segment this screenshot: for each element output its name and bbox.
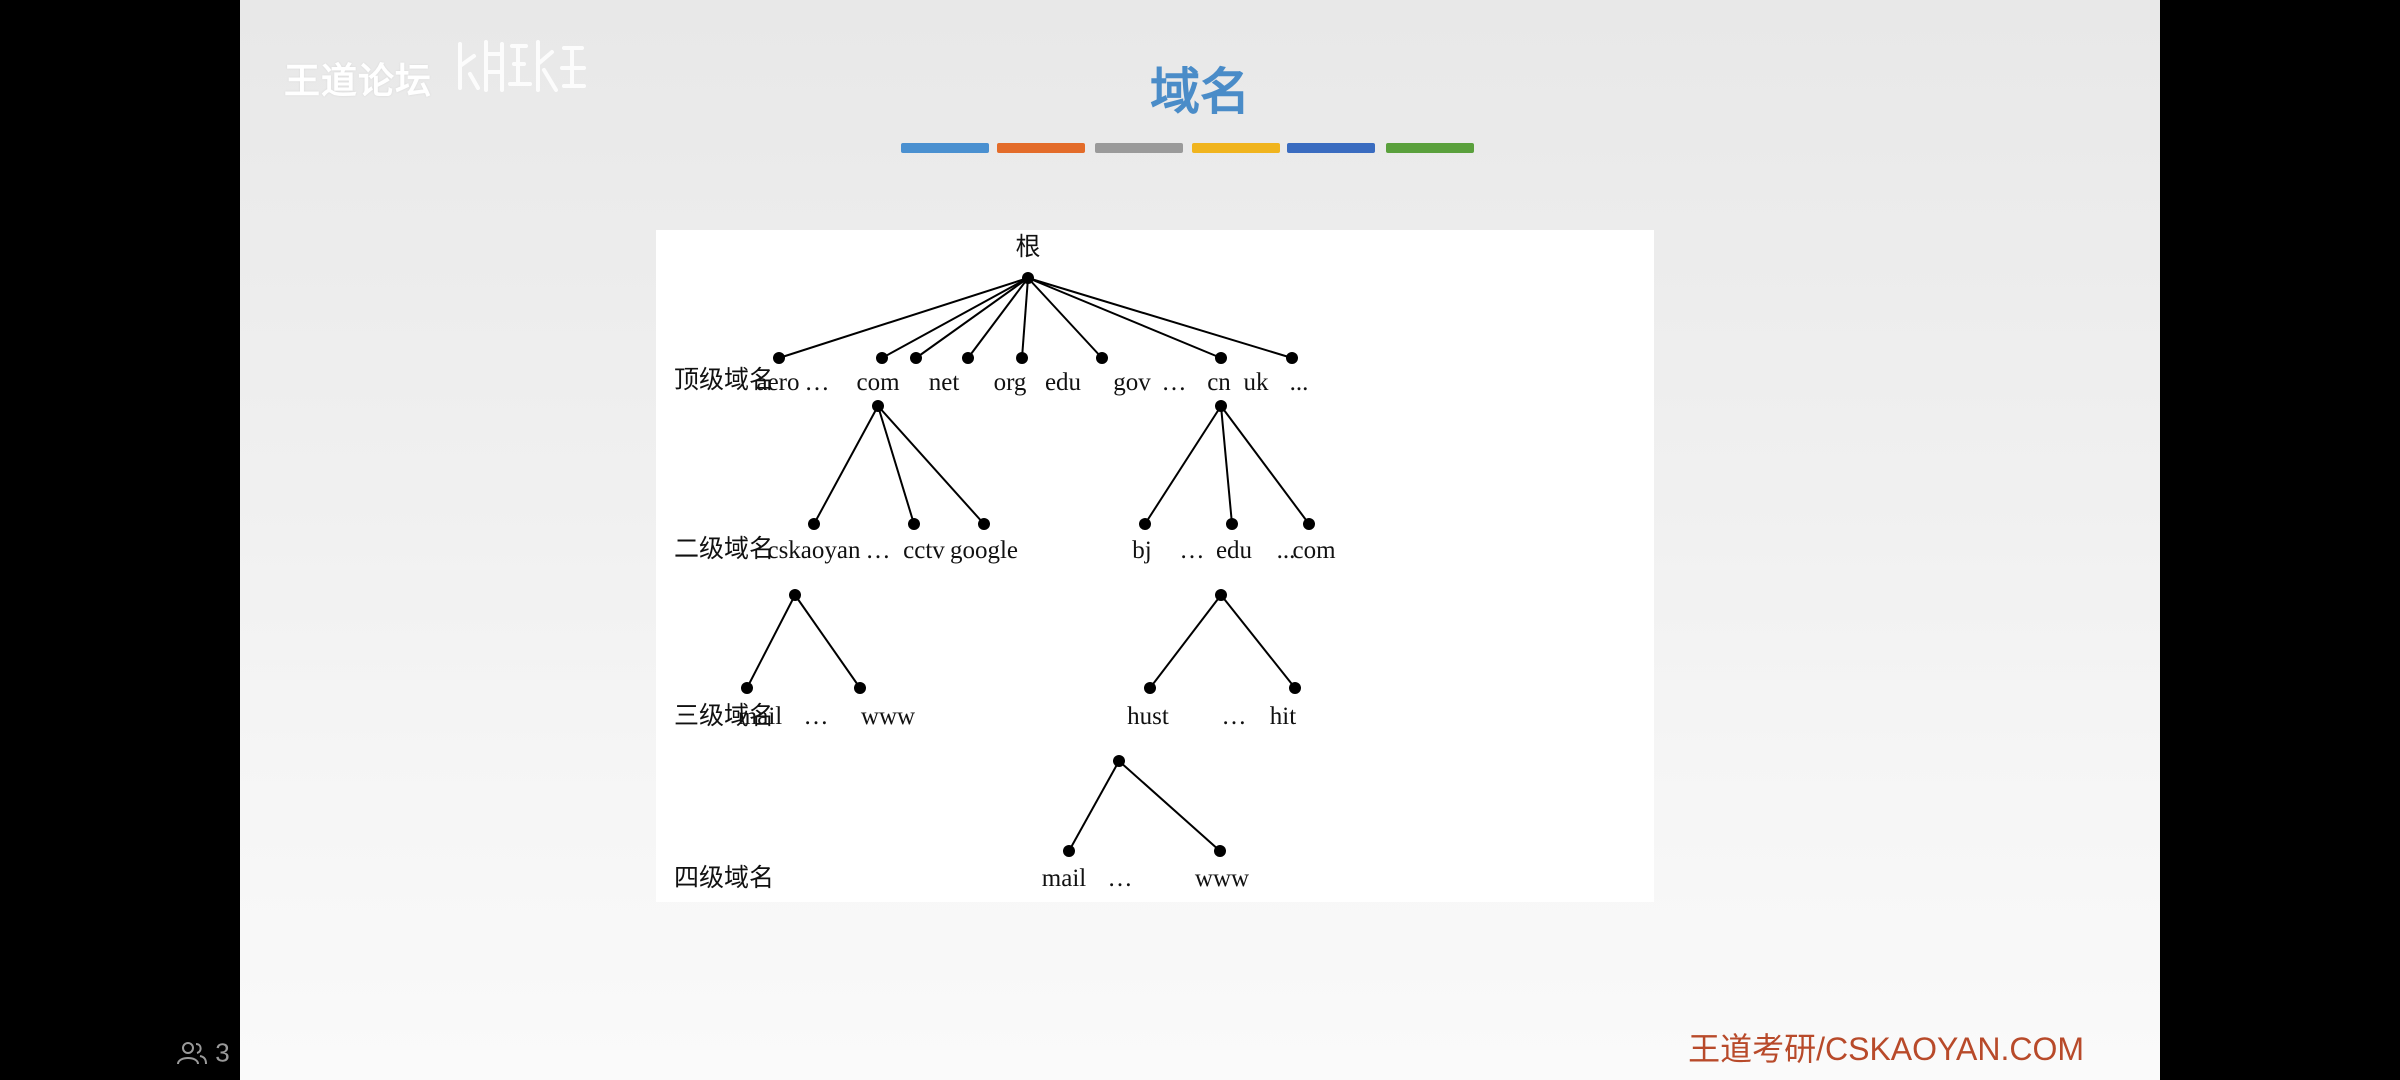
tree-node bbox=[1016, 352, 1028, 364]
tree-node bbox=[1139, 518, 1151, 530]
tree-edge bbox=[1144, 405, 1222, 525]
tree-node bbox=[1286, 352, 1298, 364]
tree-node bbox=[1144, 682, 1156, 694]
tld-label: edu bbox=[1045, 369, 1082, 396]
viewer-count-number: 3 bbox=[215, 1037, 230, 1068]
level-label: 顶级域名 bbox=[674, 366, 774, 394]
accent-bar bbox=[1192, 143, 1280, 153]
sld-label: edu bbox=[1216, 537, 1253, 564]
ellipsis: … bbox=[805, 369, 830, 396]
level-label: 二级域名 bbox=[674, 535, 774, 563]
tree-edge bbox=[1118, 760, 1221, 852]
viewer-count: 3 bbox=[176, 1036, 230, 1069]
tld-label: net bbox=[929, 369, 960, 396]
tld-label: uk bbox=[1244, 369, 1270, 396]
tree-node bbox=[876, 352, 888, 364]
accent-bar bbox=[1386, 143, 1474, 153]
tree-node bbox=[1226, 518, 1238, 530]
tree-node bbox=[773, 352, 785, 364]
third-label: hust bbox=[1127, 703, 1169, 730]
people-icon bbox=[177, 1042, 207, 1065]
ellipsis: … bbox=[1180, 537, 1205, 564]
tree-node bbox=[1215, 589, 1227, 601]
tree-node bbox=[1022, 272, 1034, 284]
tree-edge bbox=[1027, 277, 1222, 359]
tree-node bbox=[808, 518, 820, 530]
tree-node bbox=[1215, 400, 1227, 412]
tree-node bbox=[1215, 352, 1227, 364]
tree-node bbox=[978, 518, 990, 530]
tree-node bbox=[908, 518, 920, 530]
third-label: www bbox=[861, 703, 915, 730]
ellipsis: … bbox=[1222, 703, 1247, 730]
tree-edge bbox=[1068, 760, 1120, 852]
tree-node bbox=[1113, 755, 1125, 767]
ellipsis: ... bbox=[1290, 369, 1309, 396]
tree-edge bbox=[813, 405, 879, 525]
tree-edge bbox=[1149, 594, 1222, 689]
tree-node bbox=[872, 400, 884, 412]
slide-title: 域名 bbox=[1150, 64, 1250, 120]
ellipsis: ... bbox=[1277, 537, 1296, 564]
tld-label: aero bbox=[756, 369, 799, 396]
accent-bar bbox=[1287, 143, 1375, 153]
tree-edge bbox=[877, 405, 985, 525]
tree-edge bbox=[915, 277, 1029, 359]
tree-node bbox=[789, 589, 801, 601]
tree-edge bbox=[967, 277, 1029, 359]
sld-label: com bbox=[1292, 537, 1336, 564]
footer-brand: 王道考研/CSKAOYAN.COM bbox=[1688, 1031, 2084, 1067]
third-label: hit bbox=[1270, 703, 1296, 730]
watermark-logo bbox=[458, 40, 586, 92]
tree-node bbox=[1303, 518, 1315, 530]
ellipsis: … bbox=[866, 537, 891, 564]
accent-bar bbox=[1095, 143, 1183, 153]
ellipsis: … bbox=[1162, 369, 1187, 396]
tree-node bbox=[854, 682, 866, 694]
tree-edge bbox=[877, 405, 915, 525]
root-label: 根 bbox=[1015, 233, 1040, 261]
tree-node bbox=[1289, 682, 1301, 694]
tree-edge bbox=[1027, 277, 1103, 359]
sld-label: cctv bbox=[903, 537, 945, 564]
tree-edge bbox=[1220, 405, 1233, 525]
tree-node bbox=[962, 352, 974, 364]
fourth-label: www bbox=[1195, 865, 1249, 892]
sld-label: cskaoyan bbox=[767, 537, 861, 564]
sld-label: google bbox=[950, 537, 1018, 564]
accent-bar bbox=[997, 143, 1085, 153]
tree-edge bbox=[778, 277, 1029, 359]
ellipsis: … bbox=[804, 703, 829, 730]
sld-label: bj bbox=[1132, 537, 1151, 564]
tree-node bbox=[1096, 352, 1108, 364]
tld-label: gov bbox=[1113, 369, 1151, 396]
ellipsis: … bbox=[1108, 865, 1133, 892]
level-label: 三级域名 bbox=[674, 702, 774, 730]
tree-node bbox=[1063, 845, 1075, 857]
fourth-label: mail bbox=[1042, 865, 1086, 892]
tree-edge bbox=[1220, 594, 1296, 689]
tree-node bbox=[1214, 845, 1226, 857]
tree-edge bbox=[794, 594, 861, 689]
tree-edge bbox=[1027, 277, 1293, 359]
tld-label: org bbox=[994, 369, 1027, 396]
tree-edge bbox=[1220, 405, 1310, 525]
watermark-text: 王道论坛 bbox=[284, 60, 433, 101]
tree-node bbox=[910, 352, 922, 364]
tree-edge bbox=[746, 594, 796, 689]
tree-edge bbox=[1021, 277, 1029, 359]
third-label: mail bbox=[738, 703, 782, 730]
tree-node bbox=[741, 682, 753, 694]
tree-edge bbox=[881, 277, 1029, 359]
level-label: 四级域名 bbox=[674, 864, 774, 892]
accent-bar bbox=[901, 143, 989, 153]
tld-label: cn bbox=[1207, 369, 1231, 396]
tld-label: com bbox=[856, 369, 900, 396]
